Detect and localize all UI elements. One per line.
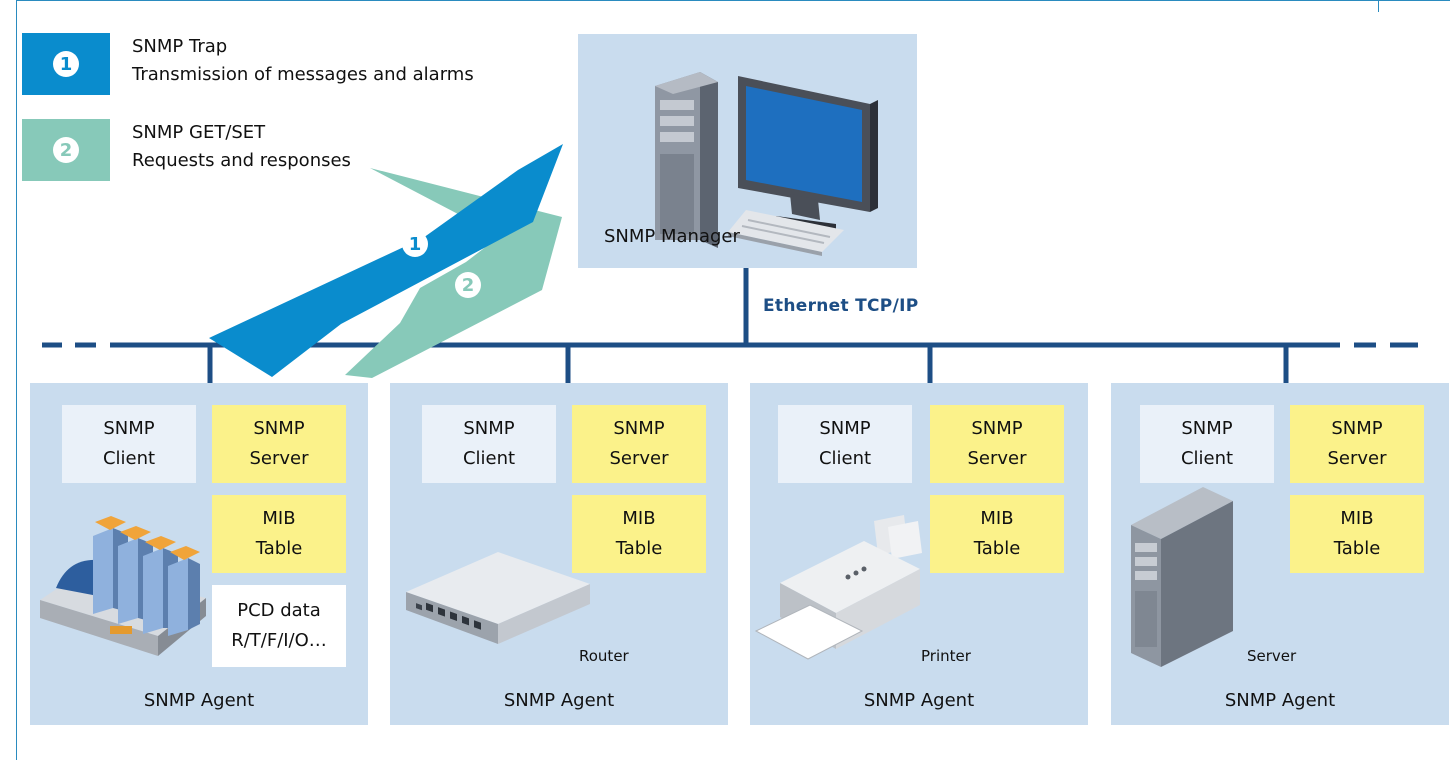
number-one-icon: 1 xyxy=(53,51,79,77)
legend-getset: 2 SNMP GET/SET Requests and responses xyxy=(22,119,351,181)
trap-arrow xyxy=(209,144,563,377)
legend-trap-title: SNMP Trap xyxy=(132,36,228,57)
legend-getset-title: SNMP GET/SET xyxy=(132,122,266,143)
trap-arrow-number-icon: 1 xyxy=(402,231,428,257)
plc-icon xyxy=(40,516,206,656)
number-two-icon: 2 xyxy=(53,137,79,163)
snmp-agent-label: SNMP Agent xyxy=(143,690,255,711)
getset-arrow-number-icon: 2 xyxy=(455,272,481,298)
computer-icon xyxy=(655,72,878,256)
snmp-manager-box: SNMP Manager xyxy=(578,34,917,268)
legend-getset-desc: Requests and responses xyxy=(132,150,351,171)
printer-label: Printer xyxy=(921,647,971,665)
snmp-agent-label: SNMP Agent xyxy=(1224,690,1336,711)
frame-line-left xyxy=(16,0,17,760)
snmp-agent-label: SNMP Agent xyxy=(863,690,975,711)
legend-trap: 1 SNMP Trap Transmission of messages and… xyxy=(22,33,474,95)
ethernet-bus xyxy=(42,268,1418,383)
router-icon xyxy=(406,552,590,644)
legend-trap-desc: Transmission of messages and alarms xyxy=(132,64,474,85)
ethernet-label: Ethernet TCP/IP xyxy=(763,296,919,316)
server-label: Server xyxy=(1247,647,1297,665)
printer-icon xyxy=(754,515,922,660)
snmp-manager-label: SNMP Manager xyxy=(604,226,740,247)
router-label: Router xyxy=(579,647,629,665)
legend-trap-badge: 1 xyxy=(22,33,110,95)
frame-tick xyxy=(1378,0,1379,12)
server-icon xyxy=(1131,487,1233,667)
snmp-agent-label: SNMP Agent xyxy=(503,690,615,711)
legend-getset-badge: 2 xyxy=(22,119,110,181)
frame-line-top xyxy=(16,0,1450,1)
